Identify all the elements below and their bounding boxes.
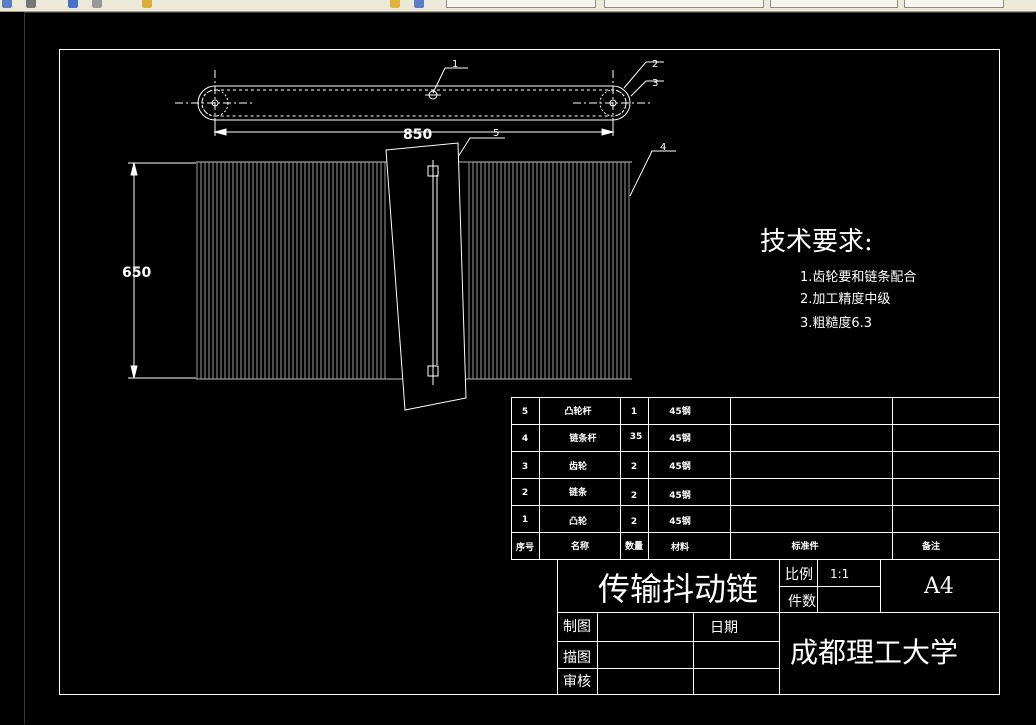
scale-value: 1:1 bbox=[830, 567, 849, 581]
bom-row-material: 45钢 bbox=[669, 432, 691, 444]
scale-label: 比例 bbox=[785, 567, 813, 583]
bom-row-qty: 2 bbox=[631, 462, 637, 472]
bom-row-name: 凸轮杆 bbox=[564, 405, 591, 417]
bom-row-no: 3 bbox=[522, 462, 528, 472]
title-block bbox=[557, 559, 1000, 695]
toolbar bbox=[0, 0, 1036, 12]
chain-rods bbox=[196, 162, 630, 379]
callout-1: 1 bbox=[452, 59, 458, 70]
bom-row-qty: 2 bbox=[631, 491, 637, 501]
callout-4: 4 bbox=[660, 142, 666, 153]
dim-650-text: 650 bbox=[122, 265, 151, 281]
layer-icon[interactable] bbox=[68, 0, 78, 8]
traced-label: 描图 bbox=[563, 650, 591, 666]
bom-row-no: 1 bbox=[522, 515, 528, 525]
callout-3: 3 bbox=[652, 78, 658, 89]
callout-5: 5 bbox=[493, 128, 499, 139]
bom-row-qty: 35 bbox=[630, 432, 643, 442]
bom-header-name: 名称 bbox=[571, 540, 589, 552]
tech-requirements-title: 技术要求: bbox=[760, 227, 873, 257]
model-viewport[interactable] bbox=[24, 12, 1034, 724]
bom-row-name: 凸轮 bbox=[569, 515, 587, 527]
plotstyle-combo[interactable] bbox=[770, 0, 898, 8]
bom-header-material: 材料 bbox=[670, 541, 689, 553]
bom-table bbox=[511, 397, 1000, 560]
sheet-border bbox=[59, 49, 1000, 695]
bom-row-qty: 2 bbox=[631, 517, 637, 527]
dimension-850 bbox=[213, 122, 615, 136]
match-icon[interactable] bbox=[92, 0, 102, 8]
sheet-size: A4 bbox=[923, 574, 954, 599]
bom-header-remark: 备注 bbox=[921, 540, 940, 552]
checked-label: 审核 bbox=[563, 674, 591, 690]
tech-item-3: 3.粗糙度6.3 bbox=[800, 315, 872, 331]
drawing-title: 传输抖动链 bbox=[598, 570, 758, 608]
properties-icon[interactable] bbox=[142, 0, 152, 8]
cam-rod-plate bbox=[385, 142, 467, 411]
bom-header-no: 序号 bbox=[516, 541, 534, 553]
bom-row-material: 45钢 bbox=[669, 489, 691, 501]
dimension-650 bbox=[128, 162, 196, 379]
bom-row-material: 45钢 bbox=[669, 460, 691, 472]
bom-row-no: 4 bbox=[522, 434, 528, 444]
date-label: 日期 bbox=[710, 620, 738, 636]
bom-row-no: 5 bbox=[522, 407, 528, 417]
save-icon[interactable] bbox=[26, 0, 36, 8]
lineweight-combo[interactable] bbox=[604, 0, 764, 8]
bom-row-no: 2 bbox=[522, 488, 528, 498]
bom-row-material: 45钢 bbox=[669, 515, 691, 527]
dim-850-text: 850 bbox=[403, 127, 432, 143]
tech-item-2: 2.加工精度中级 bbox=[800, 291, 890, 307]
school-name: 成都理工大学 bbox=[790, 636, 958, 669]
drawn-label: 制图 bbox=[563, 619, 591, 635]
bom-header-qty: 数量 bbox=[625, 540, 643, 552]
callout-2: 2 bbox=[652, 59, 658, 70]
tech-item-1: 1.齿轮要和链条配合 bbox=[800, 269, 916, 285]
layer-prev-icon[interactable] bbox=[414, 0, 424, 8]
count-label: 件数 bbox=[788, 594, 816, 610]
bom-header-standard: 标准件 bbox=[790, 540, 818, 552]
linetype-combo[interactable] bbox=[446, 0, 596, 8]
bom-row-material: 45钢 bbox=[669, 405, 691, 417]
new-icon[interactable] bbox=[2, 0, 12, 8]
bom-row-name: 链条 bbox=[569, 486, 588, 498]
layer-state-icon[interactable] bbox=[390, 0, 400, 8]
bom-row-qty: 1 bbox=[631, 407, 637, 417]
color-combo[interactable] bbox=[904, 0, 1004, 8]
bom-row-name: 齿轮 bbox=[569, 460, 587, 472]
bom-row-name: 链条杆 bbox=[569, 432, 596, 444]
